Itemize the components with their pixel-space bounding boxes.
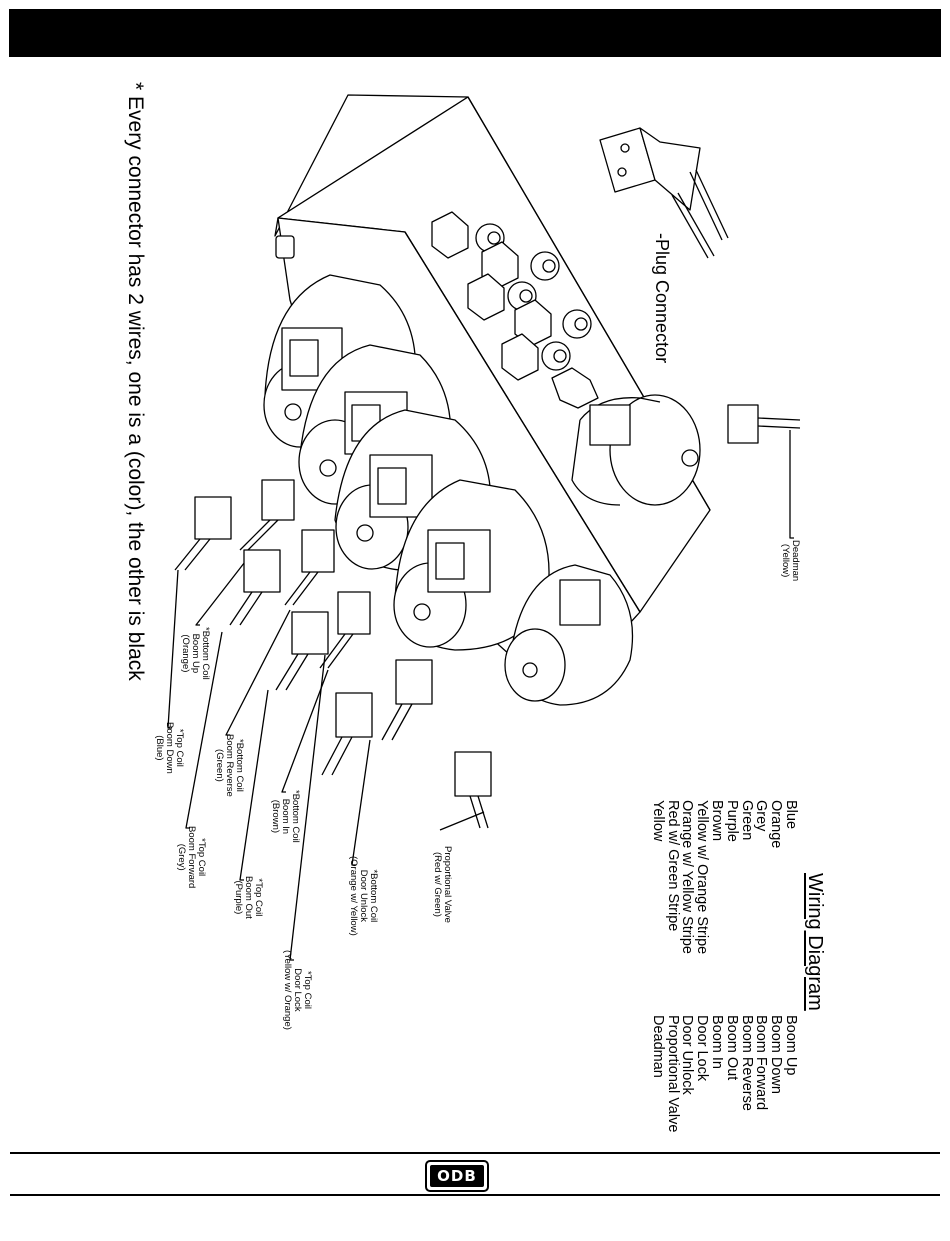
proportional-valve-coil [504, 564, 634, 706]
function-item: Door Lock [694, 1015, 711, 1082]
label-deadman: Deadman (Yellow) [780, 540, 801, 582]
function-item: Deadman [649, 1015, 666, 1078]
connector-bottom-boom-up [195, 479, 295, 626]
wire-color-item: Yellow [649, 800, 666, 842]
wire-color-item: Brown [709, 800, 726, 842]
label-top-coil-boom-down: *Top Coil Boom Down (Blue) [154, 722, 185, 774]
connector-bottom-boom-in [281, 591, 371, 793]
note-two-wires: * Every connector has 2 wires, one is a … [124, 82, 147, 681]
wire-color-item: Red w/ Green Stripe [664, 800, 681, 932]
footer-bottom-rule [10, 1194, 940, 1196]
side-fitting [275, 235, 295, 259]
function-item: Boom Up [783, 1015, 799, 1076]
label-top-coil-boom-forward: *Top Coil Boom Forward (Grey) [176, 826, 207, 889]
wire-color-list: Blue Orange Grey Green Purple Brown Yell… [649, 800, 799, 955]
wire-color-item: Orange [768, 800, 785, 849]
function-item: Boom Forward [753, 1015, 770, 1111]
wire-color-item: Purple [723, 800, 740, 842]
function-item: Boom Down [768, 1015, 785, 1094]
wire-color-item: Orange w/ Yellow Stripe [679, 800, 696, 954]
plug-connector-detail [599, 127, 729, 259]
label-bottom-coil-door-unlock: *Bottom Coil Door Unlock (Orange w/ Yell… [348, 856, 379, 936]
wire-color-item: Grey [753, 800, 770, 832]
footer-top-rule [10, 1152, 940, 1154]
connector-top-door-lock [289, 654, 373, 961]
function-list: Boom Up Boom Down Boom Forward Boom Reve… [649, 1015, 799, 1133]
hex-fittings [431, 211, 599, 409]
function-item: Proportional Valve [664, 1015, 681, 1133]
label-bottom-coil-boom-in: *Bottom Coil Boom In (Brown) [270, 790, 301, 843]
connector-bottom-door-unlock [351, 659, 433, 866]
connector-top-boom-out [239, 611, 329, 881]
function-item: Boom In [709, 1015, 726, 1069]
label-top-coil-door-lock: *Top Coil Door Lock (Yellow w/ Orange) [282, 950, 313, 1030]
plug-connector-label: -Plug Connector [652, 233, 672, 364]
connector-top-boom-down [167, 496, 232, 729]
label-proportional-valve: Proportional Valve (Red w/ Green) [432, 846, 453, 923]
odb-logo-text: ODB [430, 1165, 484, 1187]
wire-color-item: Green [738, 800, 755, 841]
label-top-coil-boom-out: *Top Coil Boom Out (Purple) [233, 876, 264, 919]
connector-bottom-boom-reverse [225, 529, 335, 736]
wire-color-item: Blue [783, 800, 799, 830]
label-bottom-coil-boom-up: *Bottom Coil Boom Up (Orange) [180, 627, 211, 680]
deadman-coil [571, 394, 701, 506]
label-bottom-coil-boom-reverse: *Bottom Coil Boom Reverse (Green) [214, 734, 245, 797]
connector-proportional-valve [439, 751, 492, 831]
wire-color-item: Yellow w/ Orange Stripe [694, 800, 711, 955]
function-item: Boom Reverse [738, 1015, 755, 1111]
header-bar [9, 9, 941, 57]
odb-logo: ODB [425, 1160, 489, 1192]
connector-top-boom-forward [185, 549, 281, 829]
deadman-connector [727, 404, 801, 539]
coil-stack-4 [393, 479, 550, 651]
function-item: Boom Out [723, 1015, 740, 1081]
function-item: Door Unlock [679, 1015, 696, 1095]
coil-stack-3 [334, 409, 492, 571]
wiring-diagram-title: Wiring Diagram [804, 873, 826, 1011]
